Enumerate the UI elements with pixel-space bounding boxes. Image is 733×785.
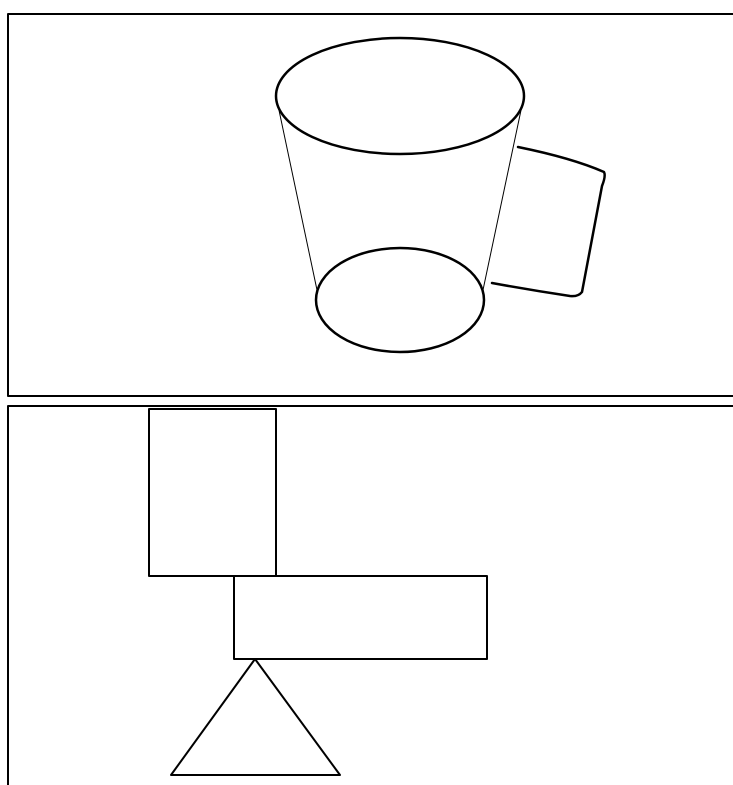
cup-rim-ellipse: [276, 38, 524, 154]
cup-base-ellipse: [316, 248, 484, 352]
bottom-panel: [8, 406, 733, 785]
top-panel-border: [8, 14, 733, 396]
triangle: [171, 659, 340, 775]
top-panel: [8, 14, 733, 396]
cup-drawing: [276, 38, 605, 352]
cup-right-side: [483, 96, 524, 290]
bottom-panel-border: [8, 406, 733, 785]
lower-rectangle: [234, 576, 487, 659]
block-drawing: [149, 409, 487, 775]
cup-left-side: [276, 96, 317, 290]
upper-rectangle: [149, 409, 276, 576]
